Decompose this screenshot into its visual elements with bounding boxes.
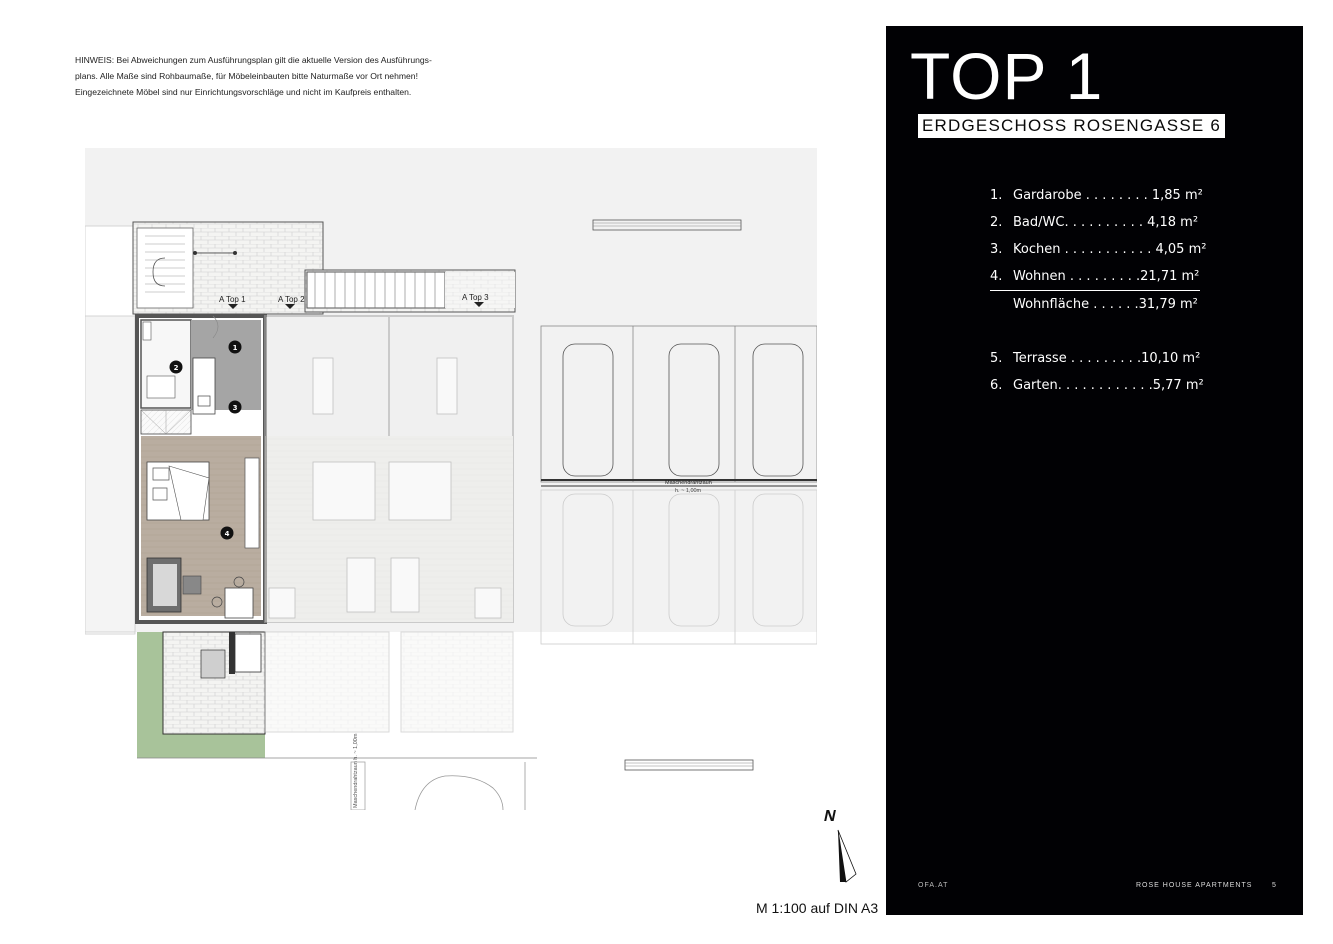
north-arrow: N bbox=[820, 808, 862, 888]
list-item: 6. Garten. . . . . . . . . . . .5,77 m² bbox=[990, 378, 1204, 393]
fence-height-label: h. ~ 1,00m bbox=[675, 488, 702, 494]
room-area-list: 1. Gardarobe . . . . . . . . 1,85 m² 2. … bbox=[990, 182, 1207, 399]
entrance-label-top-2: A Top 2 bbox=[278, 295, 305, 304]
footer-website: OFA.AT bbox=[918, 882, 949, 889]
floor-subtitle: ERDGESCHOSS ROSENGASSE 6 bbox=[918, 114, 1225, 138]
list-item: 2. Bad/WC. . . . . . . . . . 4,18 m² bbox=[990, 215, 1199, 230]
room-marker-2: 2 bbox=[174, 364, 179, 372]
divider bbox=[990, 290, 1200, 291]
list-item: 1. Gardarobe . . . . . . . . 1,85 m² bbox=[990, 188, 1203, 203]
floor-plan: A Top 1 A Top 2 A Top 3 bbox=[85, 148, 817, 810]
info-panel: TOP 1 ERDGESCHOSS ROSENGASSE 6 1. Gardar… bbox=[886, 26, 1303, 915]
notice-line-2: plans. Alle Maße sind Rohbaumaße, für Mö… bbox=[75, 71, 418, 81]
room-marker-4: 4 bbox=[225, 530, 230, 538]
notice-line-3: Eingezeichnete Möbel sind nur Einrichtun… bbox=[75, 87, 412, 97]
entrance-label-top-1: A Top 1 bbox=[219, 295, 246, 304]
scale-label: M 1:100 auf DIN A3 bbox=[756, 900, 879, 916]
footer-project-name: ROSE HOUSE APARTMENTS bbox=[1136, 882, 1253, 889]
fence-label: Maschendrahtzaun bbox=[665, 480, 712, 486]
list-item: 5. Terrasse . . . . . . . . .10,10 m² bbox=[990, 351, 1201, 366]
notice-line-1: HINWEIS: Bei Abweichungen zum Ausführung… bbox=[75, 55, 432, 65]
unit-title: TOP 1 bbox=[910, 39, 1104, 113]
living-area-total: Wohnfläche . . . . . .31,79 m² bbox=[1013, 297, 1198, 312]
page-number: 5 bbox=[1272, 882, 1276, 889]
room-marker-1: 1 bbox=[233, 344, 238, 352]
entrance-label-top-3: A Top 3 bbox=[462, 293, 489, 302]
list-item: 3. Kochen . . . . . . . . . . . 4,05 m² bbox=[990, 242, 1207, 257]
notice-text: HINWEIS: Bei Abweichungen zum Ausführung… bbox=[75, 52, 455, 100]
list-item: 4. Wohnen . . . . . . . . .21,71 m² bbox=[990, 269, 1200, 284]
fence-label-vertical: Maschendrahtzaun h. ~ 1,00m bbox=[353, 733, 359, 808]
room-marker-3: 3 bbox=[233, 404, 238, 412]
